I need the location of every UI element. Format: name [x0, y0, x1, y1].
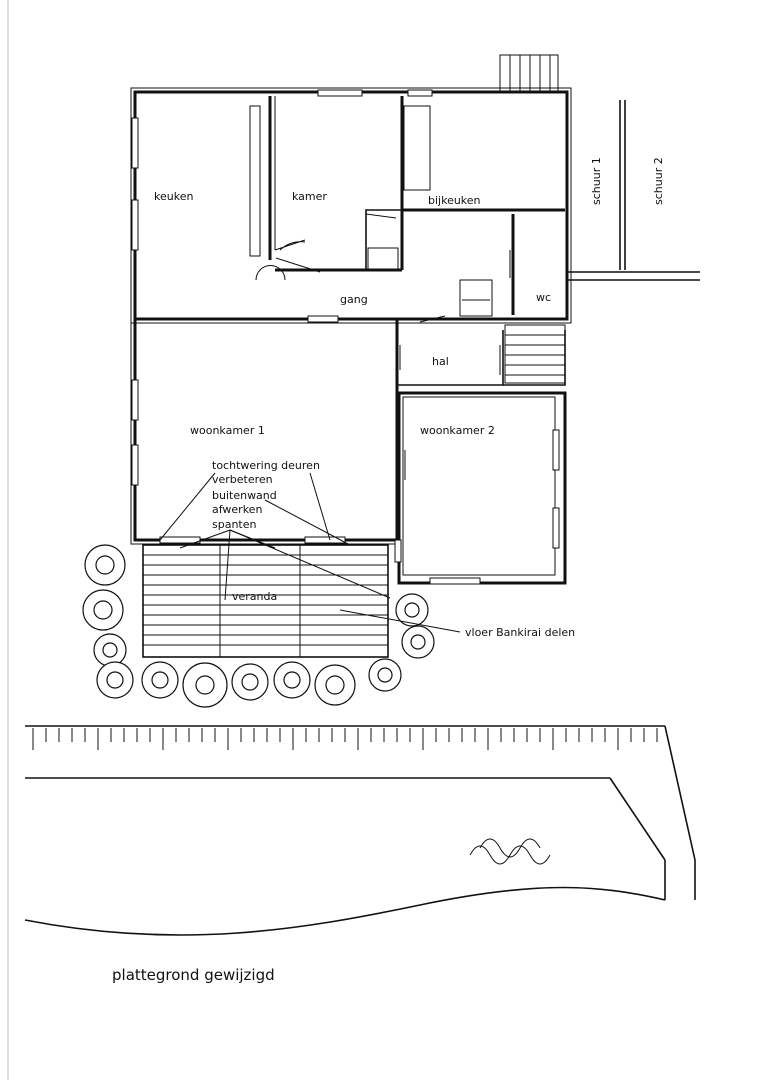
schuur-walls — [567, 100, 700, 281]
road-ticks — [32, 728, 658, 750]
shrubs — [82, 544, 435, 708]
annotation-tochtwering-1: tochtwering deuren — [212, 459, 320, 472]
room-label-woonkamer-2: woonkamer 2 — [420, 424, 495, 437]
veranda-deck — [142, 544, 389, 658]
windows — [131, 89, 560, 585]
room-label-schuur-2: schuur 2 — [652, 157, 665, 205]
annotation-tochtwering-2: verbeteren — [212, 473, 273, 486]
annotation-spanten: spanten — [212, 518, 257, 531]
annotation-buitenwand-2: afwerken — [212, 503, 262, 516]
annotation-leaders — [159, 472, 461, 633]
room-label-woonkamer-1: woonkamer 1 — [190, 424, 265, 437]
room-label-gang: gang — [340, 293, 368, 306]
room-label-veranda: veranda — [232, 590, 277, 603]
room-label-bijkeuken: bijkeuken — [428, 194, 481, 207]
room-label-wc: wc — [536, 291, 551, 304]
room-label-keuken: keuken — [154, 190, 193, 203]
interior-walls — [135, 96, 567, 321]
annotation-buitenwand-1: buitenwand — [212, 489, 277, 502]
room-label-hal: hal — [432, 355, 449, 368]
room-label-kamer: kamer — [292, 190, 327, 203]
room-label-schuur-1: schuur 1 — [590, 157, 603, 205]
doors — [255, 213, 511, 480]
annotation-vloer: vloer Bankirai delen — [465, 626, 575, 639]
stairs — [499, 54, 566, 384]
drawing-caption: plattegrond gewijzigd — [112, 966, 275, 984]
water-wave-symbol — [469, 838, 551, 865]
road — [24, 725, 696, 936]
